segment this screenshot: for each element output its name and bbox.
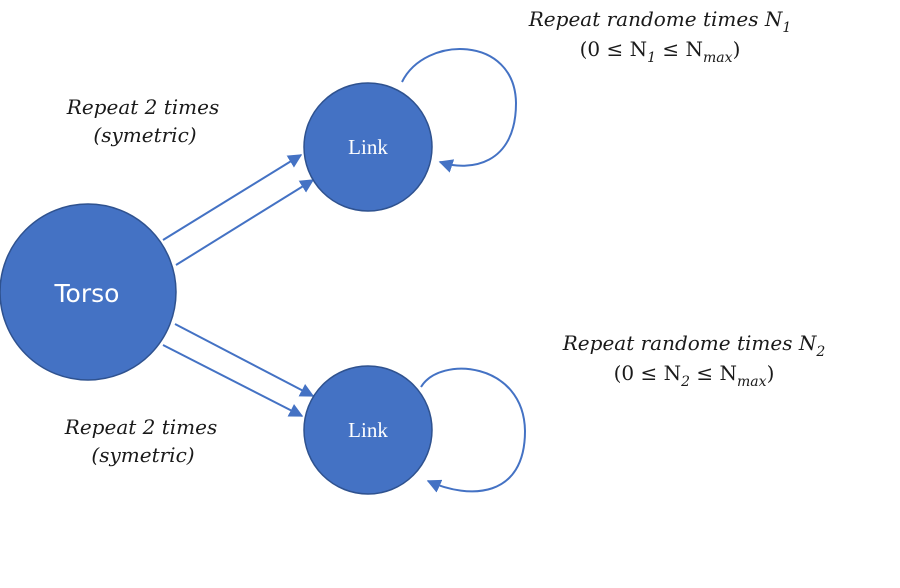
torso-label: Torso — [54, 279, 120, 308]
annotation-top-right-line1: Repeat randome times N1 — [528, 7, 792, 36]
annotation-bottom-right-line1-prefix: Repeat randome times N — [562, 331, 818, 355]
annotation-bottom-right-line2-open: (0 ≤ N — [614, 361, 682, 385]
annotation-bottom-right-line2-close: ) — [767, 361, 775, 385]
top-link-node: Link — [303, 82, 433, 212]
bottom-link-node: Link — [303, 365, 433, 495]
annotation-top-right-line2-open: (0 ≤ N — [580, 37, 648, 61]
annotation-bottom-right-line1: Repeat randome times N2 — [562, 331, 826, 360]
annotation-top-right: Repeat randome times N1 (0 ≤ N1 ≤ Nmax) — [528, 7, 792, 66]
annotation-top-right-line2-close: ) — [733, 37, 741, 61]
annotation-bottom-right-line2-sub: 2 — [680, 374, 690, 390]
top-link-label: Link — [348, 135, 388, 159]
annotation-bottom-right-line1-sub: 2 — [815, 344, 825, 360]
annotation-bottom-left-line1: Repeat 2 times — [64, 415, 217, 439]
arrow-torso-to-top-link-1 — [162, 154, 303, 241]
annotation-bottom-right-line2: (0 ≤ N2 ≤ Nmax) — [614, 361, 775, 390]
annotation-top-left-line1: Repeat 2 times — [66, 95, 219, 119]
torso-node: Torso — [0, 203, 177, 381]
annotation-top-right-line2-mid: ≤ N — [656, 37, 703, 61]
annotation-top-right-line2-sub: 1 — [647, 50, 656, 66]
annotation-top-right-line2: (0 ≤ N1 ≤ Nmax) — [580, 37, 741, 66]
self-loop-top-link — [401, 48, 518, 173]
arrow-torso-to-bottom-link-2 — [162, 344, 304, 417]
annotation-top-left: Repeat 2 times (symetric) — [66, 95, 219, 147]
annotation-bottom-right-line2-sub2: max — [737, 374, 767, 390]
arrow-torso-to-bottom-link-1 — [174, 323, 315, 397]
annotation-top-right-line1-prefix: Repeat randome times N — [528, 7, 784, 31]
annotation-bottom-left: Repeat 2 times (symetric) — [64, 415, 217, 467]
arrow-torso-to-top-link-2 — [175, 179, 315, 266]
annotation-bottom-right: Repeat randome times N2 (0 ≤ N2 ≤ Nmax) — [562, 331, 826, 390]
annotation-top-right-line1-sub: 1 — [782, 20, 791, 36]
annotation-top-right-line2-sub2: max — [703, 50, 733, 66]
annotation-top-left-line2: (symetric) — [93, 123, 196, 147]
self-loop-bottom-link — [420, 367, 527, 493]
annotation-bottom-left-line2: (symetric) — [91, 443, 194, 467]
annotation-bottom-right-line2-mid: ≤ N — [690, 361, 737, 385]
bottom-link-label: Link — [348, 418, 388, 442]
